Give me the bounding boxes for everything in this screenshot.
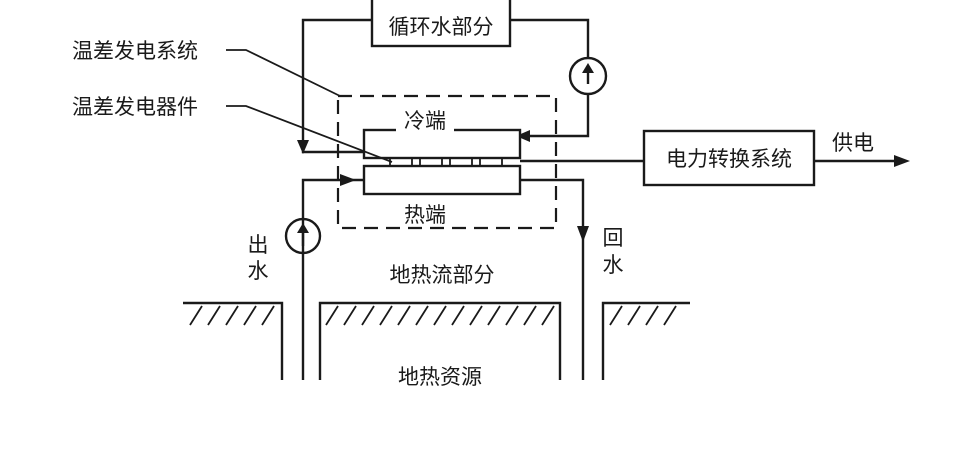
geothermal-outflow-pipe [301,178,364,380]
outflow-label-bottom: 水 [248,259,269,283]
teg-device-leader [226,105,393,163]
cold-return-arrow [516,130,530,142]
circulating-pump-arrowhead [582,63,594,73]
cold-end-label: 冷端 [404,109,446,133]
geothermal-resource-label: 地热资源 [398,365,482,389]
outflow-label-top: 出 [248,233,269,257]
geothermal-outflow-arrow [340,174,356,186]
cold-end-label-bg [396,110,454,132]
cold-inlet-line [301,148,364,154]
geothermal-return-arrow [577,226,589,242]
teg-system-label: 温差发电系统 [72,39,198,63]
hot-end-label: 热端 [404,203,446,227]
power-supply-label: 供电 [832,131,874,155]
return-label-bottom: 水 [603,253,624,277]
circulating-loop-left [301,18,372,145]
circulating-down-arrow [297,140,309,154]
cold-end-plate [362,128,522,160]
geothermal-return-pipe [520,178,585,380]
circulating-water-label: 循环水部分 [389,15,494,39]
ground-hatching [183,301,690,380]
hot-end-label-bg [396,201,454,225]
cold-return-line [518,94,590,138]
power-conversion-label: 电力转换系统 [666,147,792,171]
teg-system-leader [226,49,341,97]
power-supply-arrow [894,155,910,167]
geothermal-pump [284,217,322,255]
teg-device-label: 温差发电器件 [72,95,198,119]
return-label-top: 回 [603,226,624,250]
geothermal-pump-arrowhead [297,223,309,233]
hot-end-plate [362,164,522,196]
circulating-loop-right-top [510,18,590,58]
geothermal-flow-label: 地热流部分 [390,263,495,287]
power-conversion-box [642,129,816,187]
